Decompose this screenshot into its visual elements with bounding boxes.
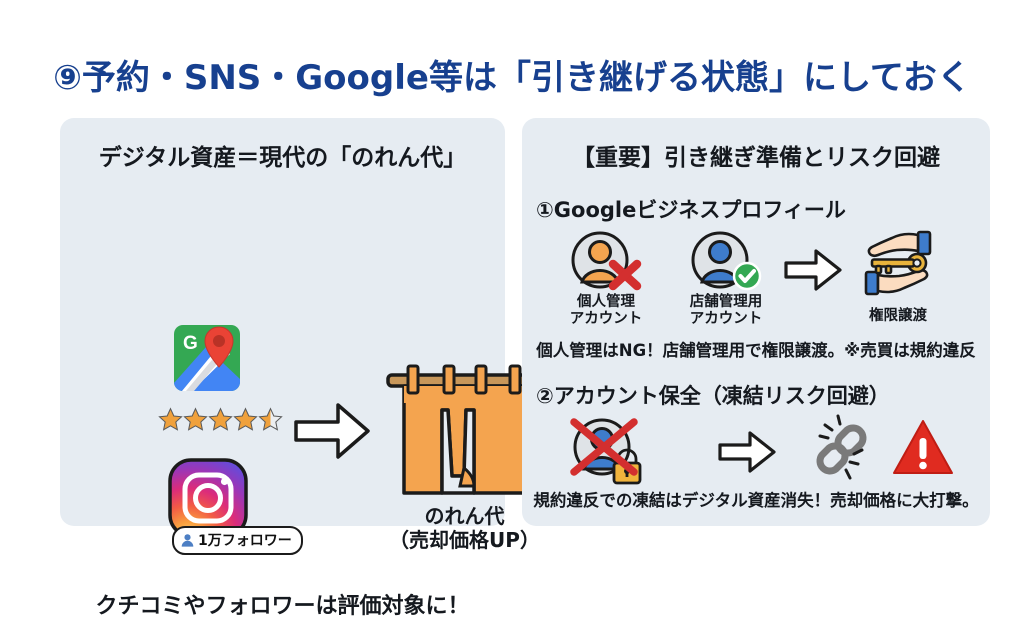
section2-heading: ②アカウント保全（凍結リスク回避） xyxy=(536,384,890,408)
section2-note: 規約違反での凍結はデジタル資産消失！売却価格に大打撃。 xyxy=(533,491,979,510)
star-rating xyxy=(158,406,286,432)
person-account-check-icon xyxy=(684,230,768,292)
section1-heading: ①Googleビジネスプロフィール xyxy=(536,198,846,222)
left-panel: デジタル資産＝現代の「のれん代」 G xyxy=(60,118,543,619)
warning-triangle-icon xyxy=(892,418,954,478)
account-personal-label-line1: 個人管理 xyxy=(577,294,635,310)
noren-caption-line2: （売却価格UP） xyxy=(389,528,540,553)
account-locked-x-icon xyxy=(564,414,648,485)
right-panel: 【重要】引き継ぎ準備とリスク回避 ①Googleビジネスプロフィール 個人管理 … xyxy=(522,118,990,526)
account-personal-label: 個人管理 アカウント xyxy=(564,294,648,328)
section1-note: 個人管理はNG！店舗管理用で権限譲渡。※売買は規約違反 xyxy=(536,341,976,360)
noren-caption: のれん代 （売却価格UP） xyxy=(372,504,557,553)
google-maps-icon: G xyxy=(172,323,242,393)
account-personal: 個人管理 アカウント xyxy=(564,230,648,328)
noren-caption-line1: のれん代 xyxy=(424,504,505,528)
account-shop: 店舗管理用 アカウント xyxy=(684,230,768,328)
account-shop-label: 店舗管理用 アカウント xyxy=(684,294,768,328)
right-arrow-outline-icon xyxy=(718,430,776,474)
account-shop-label-line1: 店舗管理用 xyxy=(689,294,763,310)
follower-badge-label: 1万フォロワー xyxy=(198,533,292,549)
slide-root: ⑨予約・SNS・Google等は「引き継げる状態」にしておく デジタル資産＝現代… xyxy=(53,58,990,619)
right-panel-heading: 【重要】引き継ぎ準備とリスク回避 xyxy=(572,145,940,171)
left-panel-footer: クチコミやフォロワーは評価対象に！ xyxy=(95,594,470,619)
authority-transfer: 権限譲渡 xyxy=(844,228,952,325)
svg-text:G: G xyxy=(183,333,198,354)
account-personal-label-line2: アカウント xyxy=(569,311,643,328)
right-arrow-outline-icon xyxy=(293,400,371,462)
person-account-x-icon xyxy=(564,230,648,292)
follower-badge: 1万フォロワー xyxy=(172,526,303,555)
account-shop-label-line2: アカウント xyxy=(689,311,763,328)
page-title: ⑨予約・SNS・Google等は「引き継げる状態」にしておく xyxy=(53,58,971,98)
broken-chain-link-icon xyxy=(798,414,878,484)
person-icon xyxy=(181,533,194,547)
authority-transfer-label: 権限譲渡 xyxy=(869,308,927,324)
right-arrow-outline-icon xyxy=(784,248,842,292)
left-panel-heading: デジタル資産＝現代の「のれん代」 xyxy=(98,145,467,171)
hands-key-transfer-icon xyxy=(864,230,932,296)
